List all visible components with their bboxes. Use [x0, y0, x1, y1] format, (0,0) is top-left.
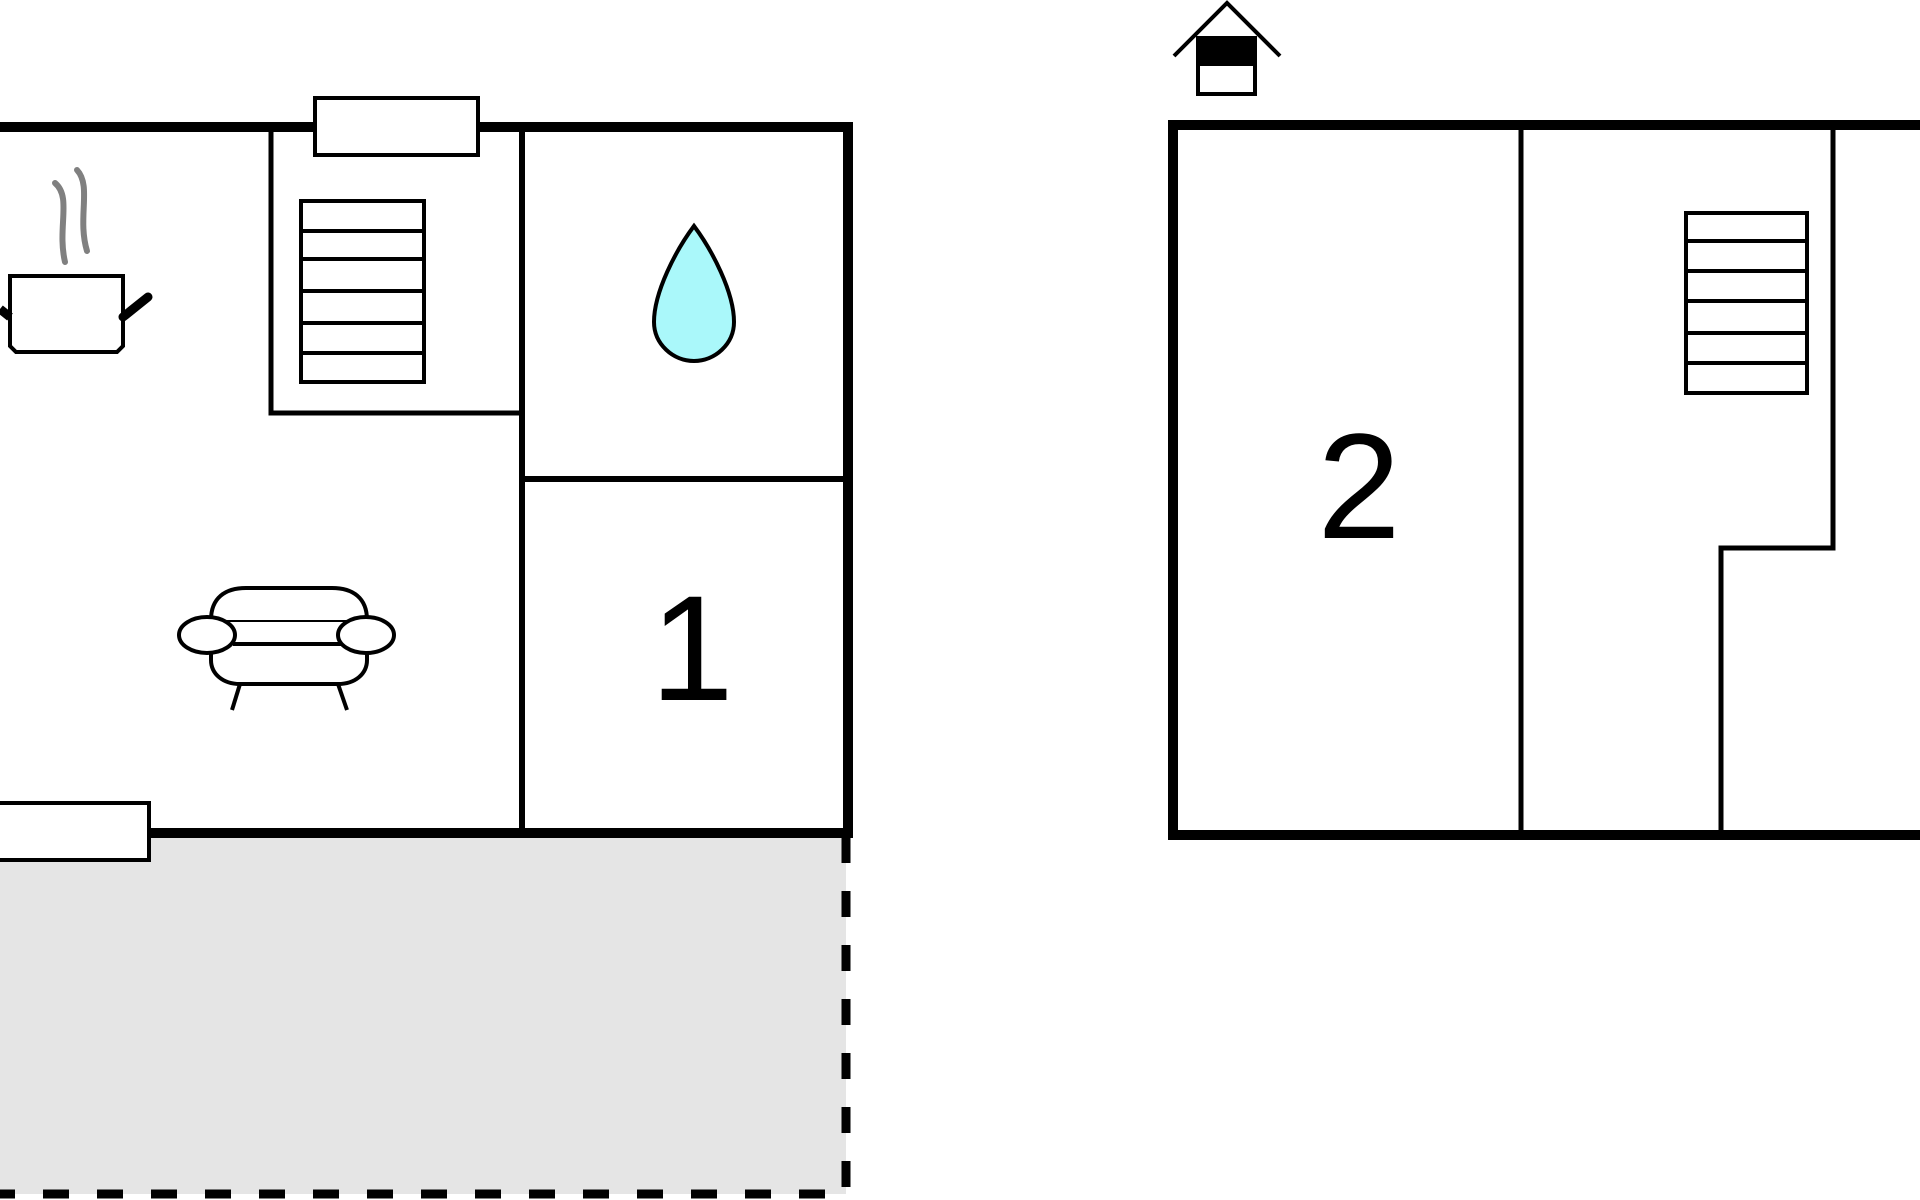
upper-floor-outer-wall — [1168, 120, 1920, 840]
terrace-area — [0, 837, 851, 1199]
wall-landing — [1718, 125, 1836, 830]
sofa-icon — [177, 586, 396, 711]
ground-floor: 1 — [0, 96, 853, 862]
window-top — [313, 96, 480, 157]
house-floor-indicator-icon — [1172, 0, 1282, 96]
upper-floor: 2 — [1168, 0, 1920, 840]
water-drop-icon — [651, 222, 737, 364]
bedroom-1-label: 1 — [650, 564, 733, 732]
cooking-pot-icon — [0, 167, 153, 354]
bedroom-2-label: 2 — [1317, 402, 1400, 570]
stairs-icon — [1684, 211, 1809, 395]
stairs-icon — [299, 199, 426, 384]
wall-staircase — [268, 127, 522, 416]
window-bottom — [0, 801, 151, 862]
